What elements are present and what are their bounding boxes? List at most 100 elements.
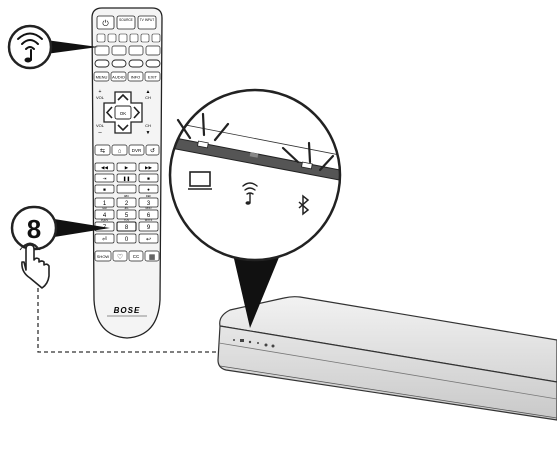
keypad-sublabel: TUV bbox=[124, 218, 129, 222]
transport-button-6[interactable] bbox=[138, 173, 159, 183]
transport-button-8[interactable] bbox=[116, 184, 137, 194]
keypad-button-↩[interactable] bbox=[138, 233, 159, 244]
source-row-button-2[interactable] bbox=[111, 45, 127, 56]
keypad-label: 9 bbox=[147, 225, 151, 231]
bar-top-edge bbox=[170, 119, 340, 158]
transport-button-5[interactable] bbox=[116, 173, 137, 183]
home-button[interactable] bbox=[111, 144, 128, 156]
guide-button[interactable] bbox=[144, 250, 160, 262]
ch-up-label: CH bbox=[145, 95, 151, 100]
audio-button[interactable] bbox=[110, 71, 127, 82]
guide-icon: ▦ bbox=[149, 254, 156, 261]
source-row-button-3[interactable] bbox=[128, 45, 144, 56]
ch-up-icon: ▲ bbox=[146, 89, 151, 95]
transport-button-9[interactable] bbox=[138, 184, 159, 194]
ok-button[interactable] bbox=[114, 105, 132, 120]
dpad-right-icon bbox=[133, 106, 141, 119]
keypad-sublabel: MNO bbox=[145, 206, 151, 210]
transport-icon-9: ● bbox=[147, 187, 150, 192]
soundbar-top bbox=[219, 296, 557, 383]
soundbar-control-panel bbox=[233, 339, 275, 348]
transport-button-4[interactable] bbox=[94, 173, 115, 183]
keypad-label: 3 bbox=[147, 201, 151, 207]
keypad-label: 4 bbox=[103, 213, 107, 219]
remote-top-row: ⏻ SOURCE TV INPUT bbox=[96, 15, 157, 30]
keypad-button-0[interactable] bbox=[116, 233, 137, 244]
remote-bottom-row: SHOW ♡ CC ▦ bbox=[94, 250, 160, 262]
source-button[interactable] bbox=[116, 15, 136, 30]
callout-preset-8: 8 bbox=[10, 205, 110, 289]
ch-down-label: CH bbox=[145, 123, 151, 128]
zoom-detail bbox=[168, 88, 342, 262]
bluetooth-indicator-light bbox=[301, 161, 313, 170]
soundbar-front bbox=[217, 325, 557, 421]
zoom-pointer bbox=[232, 250, 282, 328]
color-button-1[interactable] bbox=[94, 59, 110, 68]
source-row-button-4[interactable] bbox=[145, 45, 161, 56]
keypad-button-5[interactable] bbox=[116, 209, 137, 220]
transport-button-3[interactable] bbox=[138, 162, 159, 172]
ch-down-icon: ▼ bbox=[146, 130, 151, 136]
source-row-button-1[interactable] bbox=[94, 45, 110, 56]
soundbar bbox=[217, 296, 557, 421]
keypad-button-⏎[interactable] bbox=[94, 233, 115, 244]
keypad-button-1[interactable] bbox=[94, 197, 115, 208]
keypad-label: 5 bbox=[125, 213, 129, 219]
keypad-button-4[interactable] bbox=[94, 209, 115, 220]
mode-button-1[interactable] bbox=[94, 144, 111, 156]
tv-indicator-icon bbox=[240, 339, 244, 342]
keypad-label: ⏎ bbox=[102, 236, 107, 243]
info-button[interactable] bbox=[127, 71, 144, 82]
keypad-button-8[interactable] bbox=[116, 221, 137, 232]
callout-pointer bbox=[46, 40, 98, 54]
menu-button[interactable] bbox=[93, 71, 110, 82]
keypad-button-6[interactable] bbox=[138, 209, 159, 220]
cc-button[interactable] bbox=[128, 250, 144, 262]
cc-label: CC bbox=[133, 254, 140, 259]
power-button[interactable] bbox=[96, 15, 115, 30]
tv-input-button[interactable] bbox=[137, 15, 157, 30]
power-icon: ⏻ bbox=[102, 19, 109, 28]
dpad-left-icon bbox=[105, 106, 113, 119]
show-button[interactable] bbox=[94, 250, 112, 262]
transport-button-1[interactable] bbox=[94, 162, 115, 172]
keypad-label: 2 bbox=[125, 201, 129, 207]
wifi-indicator-icon bbox=[248, 340, 252, 344]
keypad-sublabel: GHI bbox=[102, 206, 107, 210]
heart-icon: ♡ bbox=[117, 253, 123, 261]
preset-button-3[interactable] bbox=[118, 33, 128, 43]
exit-button[interactable] bbox=[144, 71, 161, 82]
wifi-indicator-light bbox=[249, 152, 259, 158]
preset-button-6[interactable] bbox=[151, 33, 161, 43]
wifi-music-icon bbox=[17, 32, 43, 63]
remote-mode-row: ⇆ ⌂ DVR ↺ bbox=[94, 144, 160, 156]
keypad-button-2[interactable] bbox=[116, 197, 137, 208]
keypad-sublabel: DEF bbox=[146, 194, 152, 198]
preset-button-4[interactable] bbox=[129, 33, 139, 43]
keypad-sublabel: WXYZ bbox=[145, 218, 153, 222]
color-button-3[interactable] bbox=[128, 59, 144, 68]
action-indicator-icon bbox=[271, 344, 275, 348]
remote-keypad: 12ABC3DEF4GHI5JKL6MNO7PQRS8TUV9WXYZ⏎0↩ bbox=[94, 194, 159, 244]
transport-icon-1: ◀◀ bbox=[101, 165, 108, 170]
preset-button-5[interactable] bbox=[140, 33, 150, 43]
keypad-button-9[interactable] bbox=[138, 221, 159, 232]
preset-button-2[interactable] bbox=[107, 33, 117, 43]
preset-button-1[interactable] bbox=[96, 33, 106, 43]
transport-icon-7: ■ bbox=[103, 187, 106, 192]
transport-button-7[interactable] bbox=[94, 184, 115, 194]
transport-button-2[interactable] bbox=[116, 162, 137, 172]
color-button-2[interactable] bbox=[111, 59, 127, 68]
dpad-down-icon bbox=[117, 124, 129, 132]
keypad-button-3[interactable] bbox=[138, 197, 159, 208]
color-button-4[interactable] bbox=[145, 59, 161, 68]
dvr-button[interactable] bbox=[128, 144, 145, 156]
wifi-music-icon bbox=[242, 182, 258, 205]
power-indicator-icon bbox=[264, 343, 268, 347]
remote-pill-row bbox=[94, 59, 161, 68]
replay-button[interactable] bbox=[145, 144, 160, 156]
zoom-circle-border bbox=[168, 88, 342, 262]
show-label: SHOW bbox=[97, 254, 110, 259]
favorite-button[interactable] bbox=[112, 250, 128, 262]
